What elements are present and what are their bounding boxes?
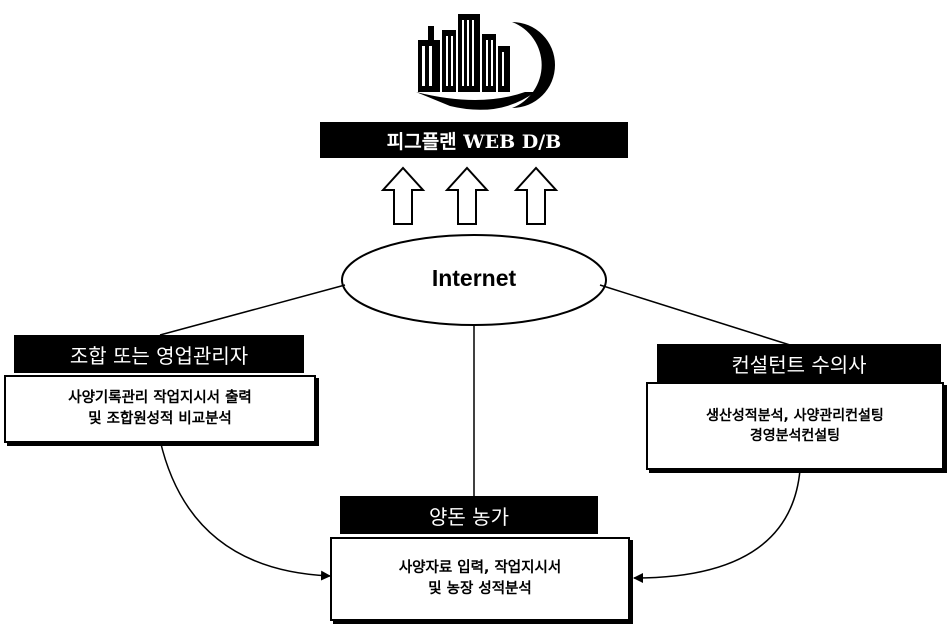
right-node-box: 생산성적분석, 사양관리컨설팅 경영분석컨설팅 bbox=[646, 382, 944, 470]
left-node-line-1: 사양기록관리 작업지시서 출력 bbox=[68, 389, 252, 406]
left-node-title-bar: 조합 또는 영업관리자 bbox=[14, 335, 304, 373]
right-node-title: 컨설턴트 수의사 bbox=[731, 352, 867, 377]
curve-arrow-left bbox=[159, 439, 331, 581]
connector-left bbox=[159, 284, 346, 336]
right-node-title-bar: 컨설턴트 수의사 bbox=[657, 344, 941, 382]
connector-right bbox=[599, 284, 791, 346]
left-node-title: 조합 또는 영업관리자 bbox=[69, 343, 249, 368]
bottom-node-title: 양돈 농가 bbox=[429, 504, 509, 529]
city-buildings-logo-icon bbox=[416, 14, 555, 110]
bottom-node-title-bar: 양돈 농가 bbox=[340, 496, 598, 534]
up-arrow-icon bbox=[380, 166, 559, 225]
header-title: 피그플랜 WEB D/B bbox=[386, 130, 562, 153]
left-node-line-2: 및 조합원성적 비교분석 bbox=[88, 411, 232, 427]
left-node-box: 사양기록관리 작업지시서 출력 및 조합원성적 비교분석 bbox=[4, 375, 316, 443]
bottom-node-box: 사양자료 입력, 작업지시서 및 농장 성적분석 bbox=[330, 537, 630, 621]
internet-text: Internet bbox=[431, 265, 517, 291]
bottom-node-line-1: 사양자료 입력, 작업지시서 bbox=[398, 559, 562, 576]
internet-label: Internet bbox=[380, 265, 568, 292]
right-node-line-2: 경영분석컨설팅 bbox=[749, 428, 841, 444]
header-title-bar: 피그플랜 WEB D/B bbox=[320, 122, 628, 158]
right-node-line-1: 생산성적분석, 사양관리컨설팅 bbox=[706, 407, 884, 424]
curve-arrow-right bbox=[633, 469, 801, 583]
bottom-node-line-2: 및 농장 성적분석 bbox=[428, 581, 532, 597]
